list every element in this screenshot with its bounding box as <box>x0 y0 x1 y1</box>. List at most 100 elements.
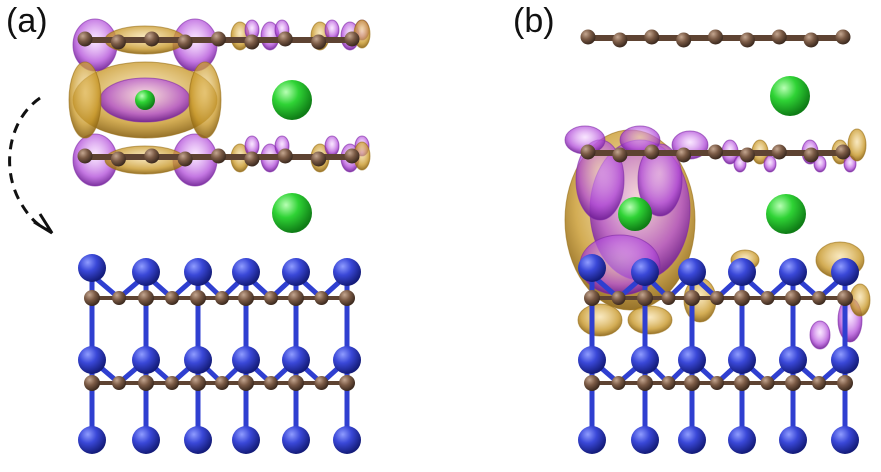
carbon-atom <box>803 32 819 48</box>
carbon-atom <box>785 375 801 391</box>
nitrogen-atom <box>831 346 859 374</box>
carbon-atom <box>264 376 278 390</box>
carbon-atom <box>739 32 755 48</box>
carbon-atom <box>739 147 755 163</box>
carbon-atom <box>144 31 160 47</box>
nitrogen-atom <box>678 346 706 374</box>
carbon-atom <box>112 376 126 390</box>
carbon-atom <box>277 31 293 47</box>
carbon-atom <box>661 291 676 305</box>
carbon-atom <box>760 376 775 390</box>
carbon-atom <box>215 376 229 390</box>
carbon-atom <box>288 290 304 306</box>
charge-depletion-lobe <box>809 320 831 350</box>
nitrogen-atom <box>578 346 606 374</box>
chlorine-atom <box>272 80 312 120</box>
carbon-atom <box>215 291 229 305</box>
charge-accumulation-lobe <box>68 61 102 139</box>
carbon-atom <box>612 32 628 48</box>
chlorine-atom <box>770 76 810 116</box>
nitrogen-atom <box>78 426 106 454</box>
nitrogen-atom <box>678 258 706 286</box>
nitrogen-atom <box>578 426 606 454</box>
carbon-atom <box>644 29 660 45</box>
carbon-atom <box>708 29 723 45</box>
carbon-atom <box>77 31 93 47</box>
carbon-atom <box>314 291 329 305</box>
panel-b-structure <box>564 29 871 454</box>
carbon-atom <box>580 144 596 160</box>
nitrogen-atom <box>232 346 260 374</box>
carbon-atom <box>710 291 724 305</box>
nitrogen-atom <box>184 258 212 286</box>
nitrogen-atom <box>282 426 310 454</box>
panel-a-label: (a) <box>6 2 48 40</box>
nitrogen-atom <box>578 254 606 282</box>
chlorine-atom <box>135 90 155 110</box>
carbon-atom <box>344 148 360 164</box>
carbon-atom <box>144 148 160 164</box>
nitrogen-atom <box>728 426 756 454</box>
carbon-atom <box>288 375 304 391</box>
carbon-atom <box>637 375 653 391</box>
carbon-atom <box>339 290 355 306</box>
carbon-atom <box>177 151 193 167</box>
nitrogen-atom <box>132 346 160 374</box>
nitrogen-atom <box>333 426 361 454</box>
carbon-atom <box>339 375 355 391</box>
charge-accumulation-lobe <box>847 128 867 162</box>
nitrogen-atom <box>779 346 807 374</box>
carbon-atom <box>611 291 626 305</box>
charge-depletion-lobe <box>637 143 683 217</box>
carbon-atom <box>637 290 653 306</box>
carbon-atom <box>785 290 801 306</box>
carbon-atom <box>190 375 206 391</box>
carbon-atom <box>311 151 327 167</box>
carbon-atom <box>710 376 724 390</box>
carbon-atom <box>734 290 750 306</box>
carbon-atom <box>77 148 93 164</box>
panel-a-structure <box>8 18 371 454</box>
nitrogen-atom <box>232 426 260 454</box>
carbon-atom <box>244 151 260 167</box>
carbon-atom <box>661 376 676 390</box>
carbon-atom <box>676 147 692 163</box>
charge-depletion-lobe <box>324 135 340 157</box>
carbon-atom <box>344 31 360 47</box>
carbon-atom <box>238 375 254 391</box>
charge-accumulation-lobe <box>849 283 871 317</box>
carbon-atom <box>211 148 226 164</box>
nitrogen-atom <box>728 346 756 374</box>
chlorine-atom <box>766 194 806 234</box>
carbon-atom <box>277 148 293 164</box>
nitrogen-atom <box>631 346 659 374</box>
nitrogen-atom <box>132 258 160 286</box>
carbon-atom <box>138 290 154 306</box>
nitrogen-atom <box>728 258 756 286</box>
carbon-atom <box>110 151 126 167</box>
carbon-atom <box>84 290 100 306</box>
carbon-atom <box>835 29 851 45</box>
carbon-atom <box>837 375 853 391</box>
carbon-atom <box>311 34 327 50</box>
nitrogen-atom <box>78 254 106 282</box>
nitrogen-atom <box>779 426 807 454</box>
carbon-atom <box>138 375 154 391</box>
carbon-atom <box>264 291 278 305</box>
nitrogen-atom <box>232 258 260 286</box>
carbon-atom <box>676 32 692 48</box>
carbon-atom <box>84 375 100 391</box>
carbon-atom <box>165 376 179 390</box>
nitrogen-atom <box>282 346 310 374</box>
chlorine-atom <box>618 197 652 231</box>
nitrogen-atom <box>333 258 361 286</box>
nitrogen-atom <box>184 346 212 374</box>
carbon-atom <box>684 375 700 391</box>
carbon-atom <box>314 376 329 390</box>
carbon-atom <box>580 29 596 45</box>
panel-b-charge-density <box>564 125 871 350</box>
nitrogen-atom <box>282 258 310 286</box>
carbon-atom <box>708 144 723 160</box>
carbon-atom <box>803 147 819 163</box>
carbon-atom <box>177 34 193 50</box>
